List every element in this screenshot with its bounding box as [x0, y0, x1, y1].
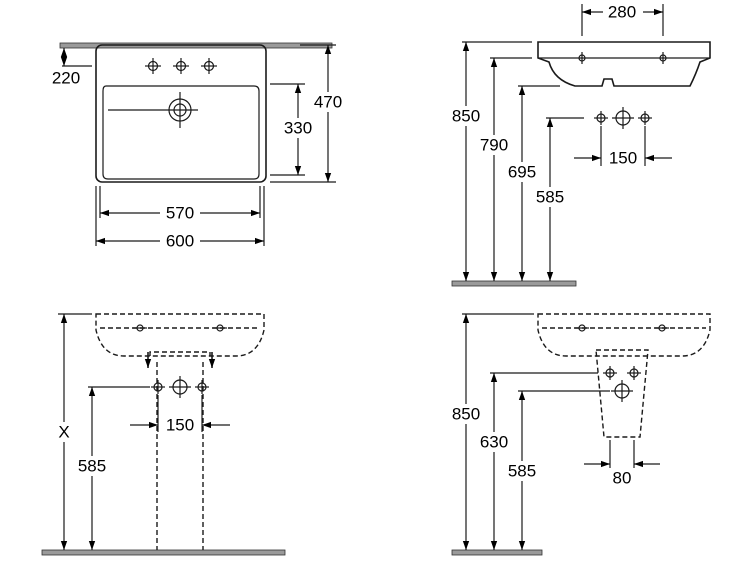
- dim-waste-height: 630: [480, 433, 508, 452]
- basin-profile: [537, 41, 711, 87]
- dim-basin-depth: 280: [608, 3, 636, 22]
- semi-pedestal-view: 850 630 585 80: [447, 313, 711, 556]
- basin-outline: [95, 44, 267, 183]
- dim-supply-height: 585: [508, 462, 536, 481]
- basin-hidden-outline: [537, 313, 711, 357]
- dim-supply-spacing: 150: [166, 416, 194, 435]
- supply-symbols: [594, 107, 652, 129]
- dim-variable-height: X: [58, 423, 69, 442]
- siphon-hidden: [149, 351, 211, 356]
- dim-total-width: 600: [166, 232, 194, 251]
- dim-supply-spacing: 80: [613, 469, 632, 488]
- dim-supply-height: 585: [536, 188, 564, 207]
- dim-rim-height: 850: [452, 107, 480, 126]
- dim-waste-height: 695: [508, 163, 536, 182]
- drain-icon: [108, 92, 198, 128]
- dim-depth-to-taps: 220: [52, 69, 80, 88]
- top-view: 220 330 470 570 600: [46, 42, 349, 251]
- tap-holes-semi: [575, 324, 669, 332]
- pedestal-hidden: [156, 362, 204, 550]
- side-view: 280 850 790 695 585 150: [447, 2, 711, 287]
- floor-strip: [451, 280, 577, 287]
- bowl-outline: [102, 85, 260, 180]
- dim-rim-height: 850: [452, 405, 480, 424]
- tap-holes: [145, 58, 217, 74]
- floor-strip: [41, 549, 286, 556]
- dim-total-depth: 470: [314, 93, 342, 112]
- floor-strip: [451, 549, 543, 556]
- dim-bowl-depth: 330: [284, 119, 312, 138]
- pedestal-front-view: X 585 150: [41, 313, 286, 556]
- tap-holes-side: [578, 52, 667, 64]
- supply-symbols-semi: [603, 366, 641, 402]
- dim-supply-spacing: 150: [609, 149, 637, 168]
- supply-symbols-front: [151, 376, 209, 398]
- dim-supply-height: 585: [78, 457, 106, 476]
- basin-hidden-outline: [95, 313, 265, 357]
- dim-inner-width: 570: [166, 204, 194, 223]
- dim-tap-height: 790: [480, 136, 508, 155]
- semi-pedestal-hidden: [595, 349, 649, 438]
- tap-holes-front: [133, 324, 227, 332]
